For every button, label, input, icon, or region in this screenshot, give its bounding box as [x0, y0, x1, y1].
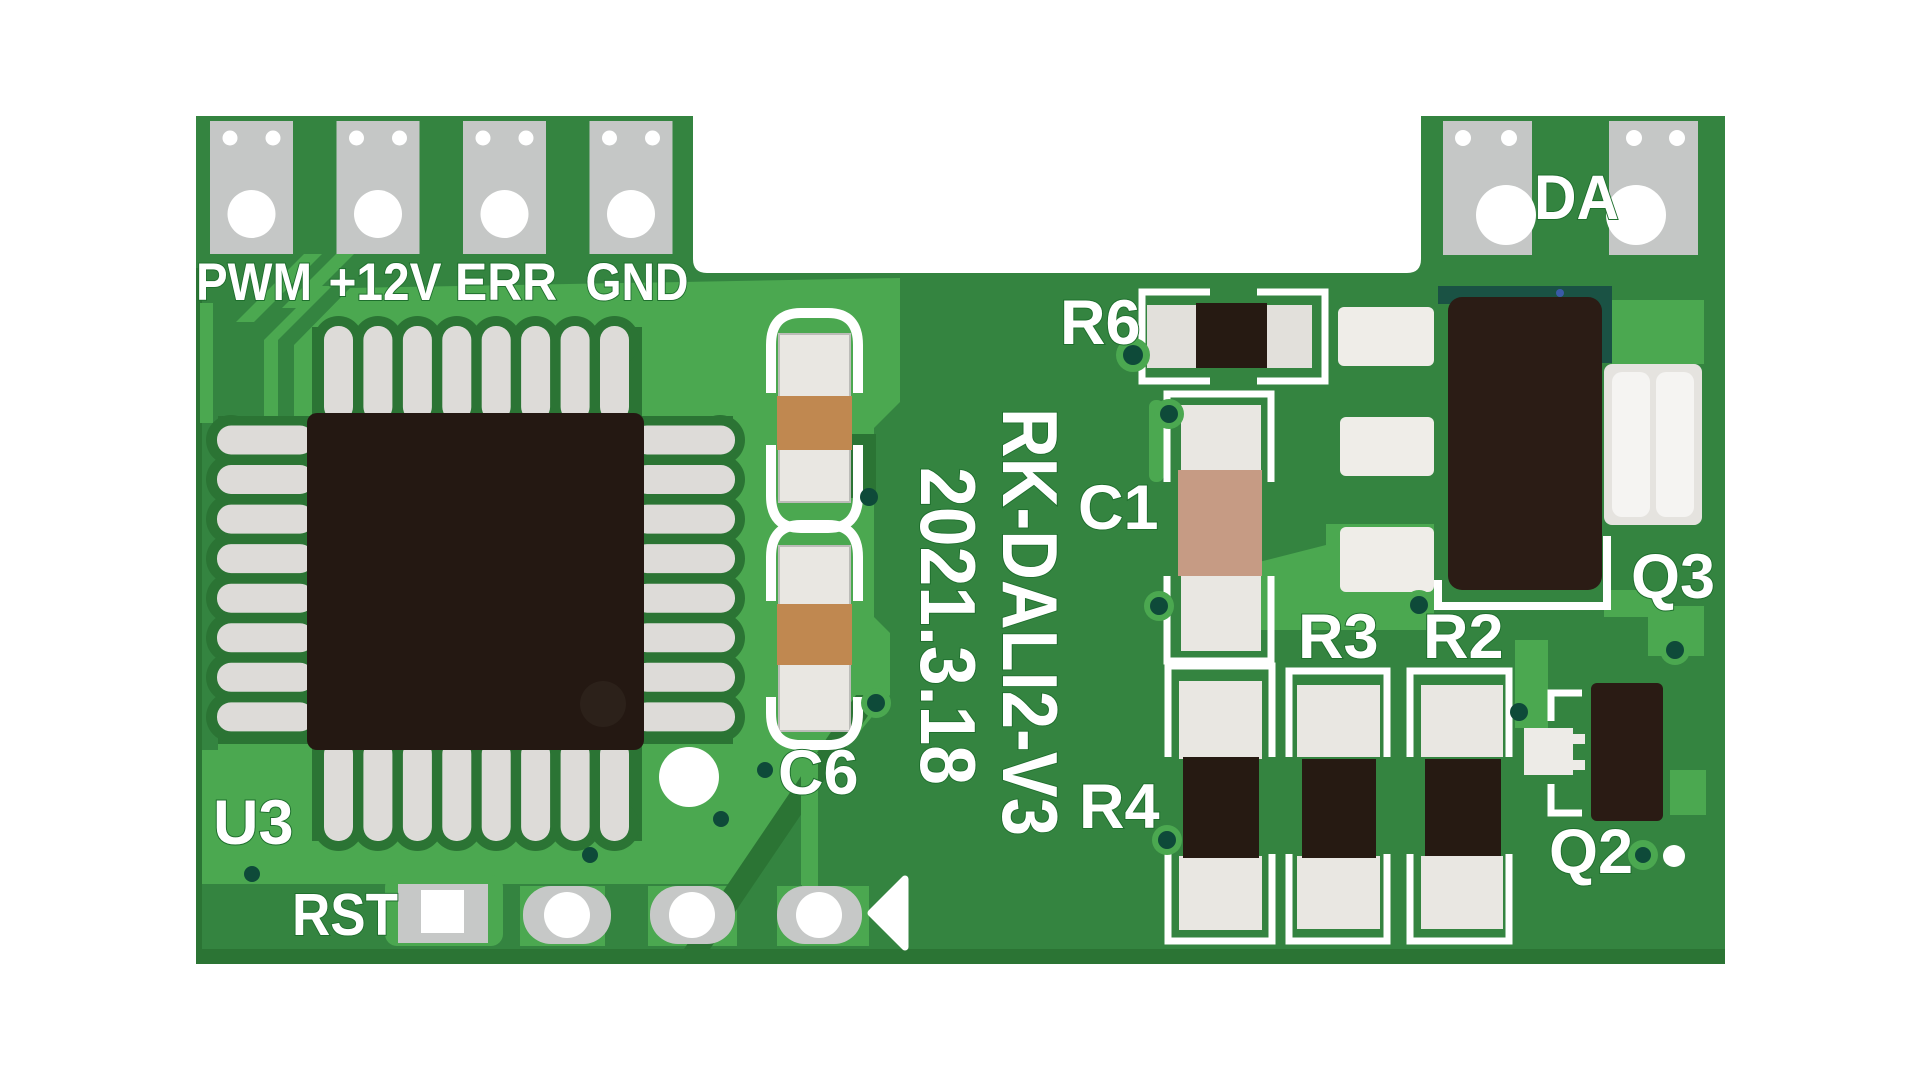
svg-text:R2: R2: [1423, 602, 1504, 672]
svg-text:U3: U3: [213, 788, 294, 858]
svg-text:RK-DALI2-V3: RK-DALI2-V3: [986, 408, 1074, 836]
svg-text:2021.3.18: 2021.3.18: [904, 467, 992, 785]
svg-text:R4: R4: [1079, 772, 1160, 842]
svg-text:DA: DA: [1534, 163, 1619, 233]
svg-text:R6: R6: [1060, 288, 1141, 358]
svg-text:+12V: +12V: [329, 253, 442, 312]
svg-text:C1: C1: [1078, 473, 1159, 543]
svg-text:GND: GND: [586, 253, 689, 312]
svg-text:ERR: ERR: [455, 253, 557, 312]
svg-text:Q2: Q2: [1549, 817, 1633, 887]
svg-text:R3: R3: [1298, 602, 1379, 672]
svg-text:PWM: PWM: [196, 253, 312, 312]
svg-text:RST: RST: [292, 882, 398, 948]
svg-text:Q3: Q3: [1631, 542, 1715, 612]
svg-text:C6: C6: [778, 738, 859, 808]
